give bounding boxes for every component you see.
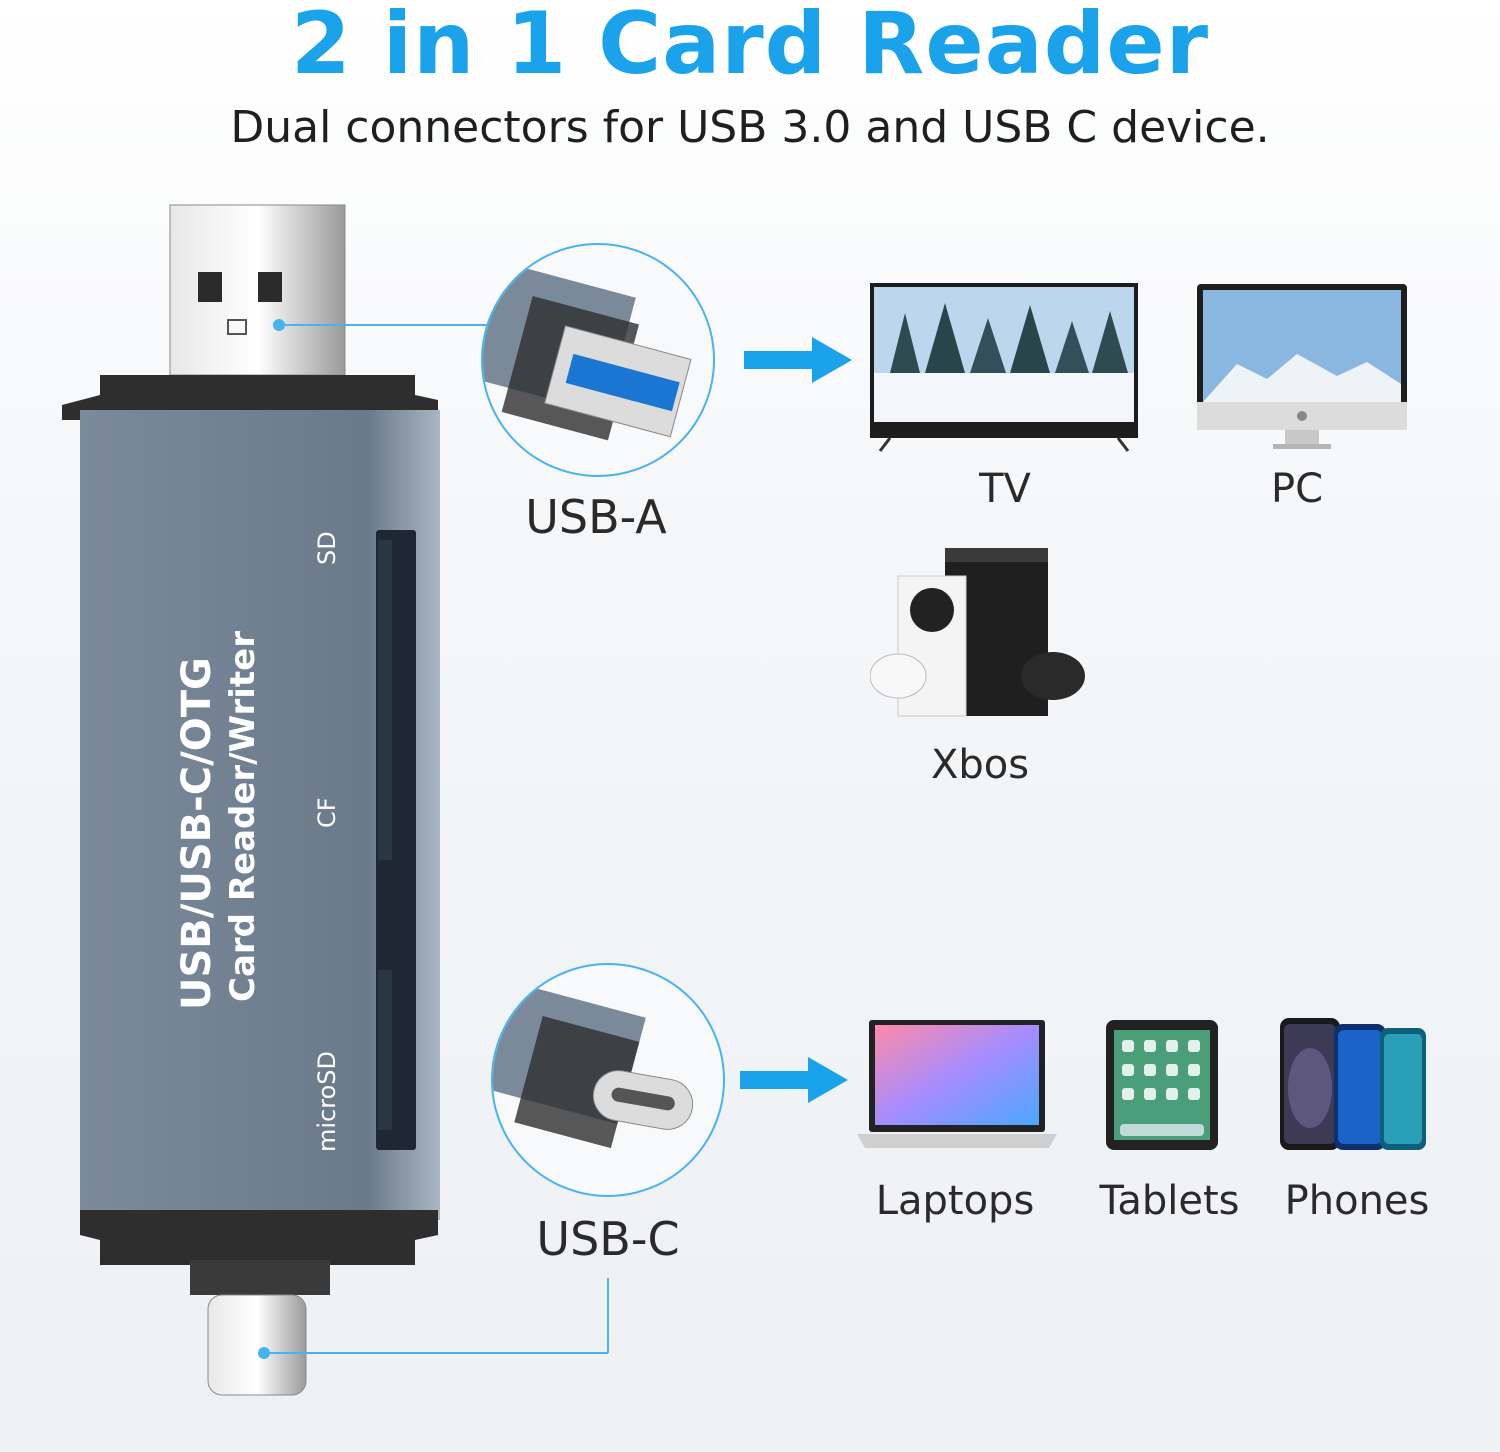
pc-icon — [1197, 284, 1409, 454]
usb-c-label: USB-C — [536, 1212, 680, 1266]
slot-label-microsd: microSD — [313, 1051, 341, 1152]
device-label-phones: Phones — [1284, 1178, 1430, 1224]
device-label-tablets: Tablets — [1099, 1178, 1240, 1224]
arrow-right-icon — [740, 1057, 848, 1103]
arrow-right-icon — [744, 337, 852, 383]
usb-a-label: USB-A — [525, 490, 667, 544]
usb-a-zoom-circle — [481, 243, 715, 477]
reader-body-text-2: Card Reader/Writer — [223, 631, 263, 1002]
page-title: 2 in 1 Card Reader — [290, 0, 1210, 94]
reader-body-text-1: USB/USB-C/OTG — [174, 657, 220, 1010]
phone-icon — [1280, 1018, 1428, 1153]
card-reader-illustration: USB/USB-C/OTG Card Reader/Writer SD CF m… — [62, 204, 440, 1396]
slot-label-sd: SD — [313, 531, 341, 565]
usb-c-zoom-circle — [491, 963, 725, 1197]
laptop-icon — [857, 1020, 1057, 1155]
tv-icon — [870, 283, 1140, 453]
device-label-pc: PC — [1270, 466, 1324, 512]
xbox-icon — [870, 548, 1085, 723]
device-label-xbox: Xbos — [930, 742, 1030, 788]
page-subtitle: Dual connectors for USB 3.0 and USB C de… — [230, 102, 1270, 153]
device-label-laptops: Laptops — [875, 1178, 1035, 1224]
device-label-tv: TV — [979, 466, 1031, 512]
slot-label-cf: CF — [313, 797, 341, 828]
card-reader-device: USB/USB-C/OTG Card Reader/Writer SD CF m… — [60, 200, 450, 1400]
tablet-icon — [1106, 1020, 1220, 1152]
